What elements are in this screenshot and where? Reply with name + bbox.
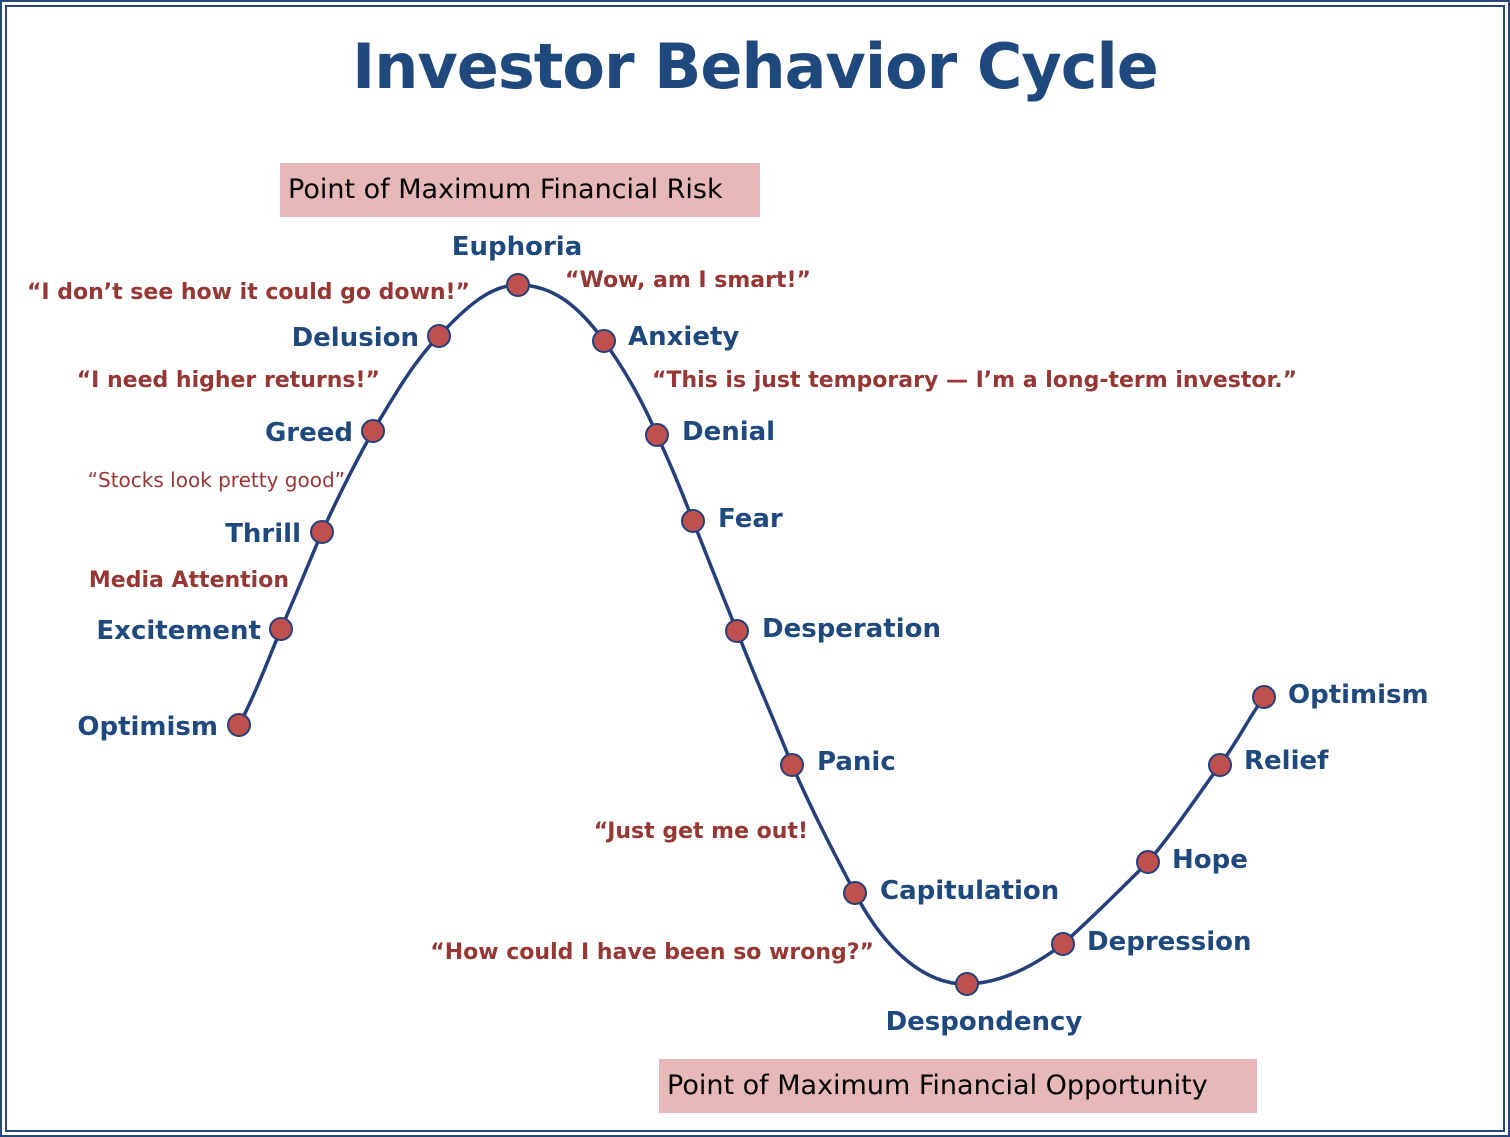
max-opportunity-callout: Point of Maximum Financial Opportunity [659,1059,1257,1113]
stage-label-depression: Depression [1087,927,1252,957]
stage-label-euphoria: Euphoria [451,232,583,262]
stage-label-thrill: Thrill [225,519,301,549]
stage-marker-optimism [227,713,251,737]
stage-marker-euphoria [506,273,530,297]
stage-label-hope: Hope [1172,845,1248,875]
stage-label-panic: Panic [817,747,896,777]
stage-label-denial: Denial [682,417,776,447]
stage-label-despondency: Despondency [885,1007,1083,1037]
max-risk-callout: Point of Maximum Financial Risk [280,163,760,217]
stage-label-greed: Greed [264,418,353,448]
quote-higher-returns: “I need higher returns!” [76,368,380,393]
stage-marker-depression [1051,932,1075,956]
stage-label-relief: Relief [1244,746,1329,776]
stage-marker-greed [361,419,385,443]
stage-marker-fear [681,509,705,533]
quote-get-me-out: “Just get me out! [593,819,808,844]
stage-label-fear: Fear [718,504,783,534]
stage-label-delusion: Delusion [291,323,419,353]
quote-stocks-look-good: “Stocks look pretty good” [87,468,345,492]
stage-marker-capitulation [843,881,867,905]
page-title: Investor Behavior Cycle [352,30,1159,103]
stage-marker-denial [645,423,669,447]
stage-markers [227,273,1276,996]
stage-marker-thrill [310,520,334,544]
stage-label-optimism-end: Optimism [1288,680,1429,710]
stage-marker-optimism-end [1252,685,1276,709]
stage-label-optimism: Optimism [77,712,218,742]
quote-just-temporary: “This is just temporary — I’m a long-ter… [652,368,1298,393]
stage-marker-despondency [955,972,979,996]
stage-label-excitement: Excitement [96,616,261,646]
stage-marker-delusion [427,324,451,348]
stage-label-capitulation: Capitulation [880,876,1060,906]
quote-could-go-down: “I don’t see how it could go down!” [26,280,470,305]
stage-marker-desperation [725,619,749,643]
stage-marker-relief [1208,753,1232,777]
stage-label-anxiety: Anxiety [628,322,740,352]
cycle-curve [237,283,1266,986]
stage-marker-anxiety [592,329,616,353]
stage-label-desperation: Desperation [762,614,942,644]
quote-am-i-smart: “Wow, am I smart!” [565,268,811,293]
quote-media-attention: Media Attention [88,568,289,593]
stage-marker-hope [1136,850,1160,874]
stage-marker-panic [780,753,804,777]
quote-so-wrong: “How could I have been so wrong?” [430,940,874,965]
stage-marker-excitement [269,617,293,641]
